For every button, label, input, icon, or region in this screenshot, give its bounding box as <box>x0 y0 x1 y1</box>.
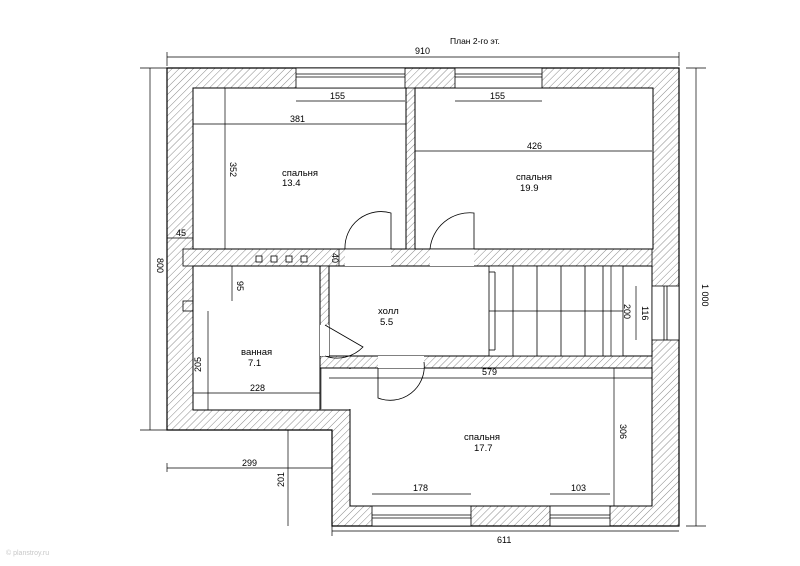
room-area-bathroom: 7.1 <box>248 358 261 369</box>
windows <box>295 67 680 527</box>
dim-wall-45: 45 <box>176 228 186 238</box>
dim-bath-width: 228 <box>250 383 265 393</box>
door-bathroom <box>324 324 364 359</box>
room-area-bedroom-3: 17.7 <box>474 443 493 454</box>
room-name-bedroom-2: спальня <box>516 172 552 183</box>
vent-ducts <box>255 255 308 263</box>
window-bottom-left <box>371 505 472 527</box>
bedroom-3-nook <box>319 367 351 411</box>
dim-bedroom2-width: 426 <box>527 141 542 151</box>
room-area-hall: 5.5 <box>380 317 393 328</box>
room-name-bedroom-1: спальня <box>282 168 318 179</box>
dim-window-2: 155 <box>490 91 505 101</box>
window-top-right <box>454 67 543 89</box>
dim-window-3: 178 <box>413 483 428 493</box>
dim-bottom-width: 611 <box>497 535 511 545</box>
dim-overall-height: 1 000 <box>700 284 710 307</box>
bathroom-floor <box>192 265 321 411</box>
room-name-bedroom-3: спальня <box>464 432 500 443</box>
dim-offset-height: 201 <box>276 472 286 487</box>
staircase <box>488 265 624 357</box>
dim-left-height: 800 <box>155 258 165 273</box>
dim-bath-height: 205 <box>193 357 203 372</box>
room-name-bathroom: ванная <box>241 347 272 358</box>
room-area-bedroom-1: 13.4 <box>282 178 301 189</box>
watermark: © planstroy.ru <box>6 549 49 557</box>
door-bedroom-2 <box>429 212 475 250</box>
dim-bedroom1-depth: 352 <box>228 162 238 177</box>
dim-hall-width: 579 <box>482 367 497 377</box>
dim-stair-depth: 200 <box>622 304 632 319</box>
door-bedroom-3 <box>377 361 425 401</box>
dim-bedroom3-depth: 306 <box>618 424 628 439</box>
doors <box>320 211 475 401</box>
bedroom-2-floor <box>414 87 654 250</box>
room-labels: спальня 13.4 спальня 19.9 холл 5.5 ванна… <box>241 168 552 454</box>
dim-offset-width: 299 <box>242 458 257 468</box>
door-bedroom-1 <box>344 211 392 250</box>
dim-bedroom1-width: 381 <box>290 114 305 124</box>
dim-bath-95: 95 <box>235 281 245 291</box>
room-area-bedroom-2: 19.9 <box>520 183 539 194</box>
dim-wall-40: 40 <box>330 253 340 263</box>
dim-window-1: 155 <box>330 91 345 101</box>
dim-stair-116: 116 <box>640 306 650 320</box>
window-right-stair <box>651 285 680 341</box>
bedroom-1-floor <box>192 87 407 250</box>
window-bottom-right <box>549 505 611 527</box>
dimension-lines <box>140 52 706 536</box>
dim-window-4: 103 <box>571 483 586 493</box>
plan-title: План 2-го эт. <box>450 36 500 46</box>
dim-overall-width: 910 <box>415 46 430 56</box>
dimension-labels: 910 1 000 800 155 155 381 352 426 45 40 … <box>155 46 710 545</box>
window-top-left <box>295 67 406 89</box>
room-name-hall: холл <box>378 306 399 317</box>
bedroom-3-floor <box>349 367 653 507</box>
